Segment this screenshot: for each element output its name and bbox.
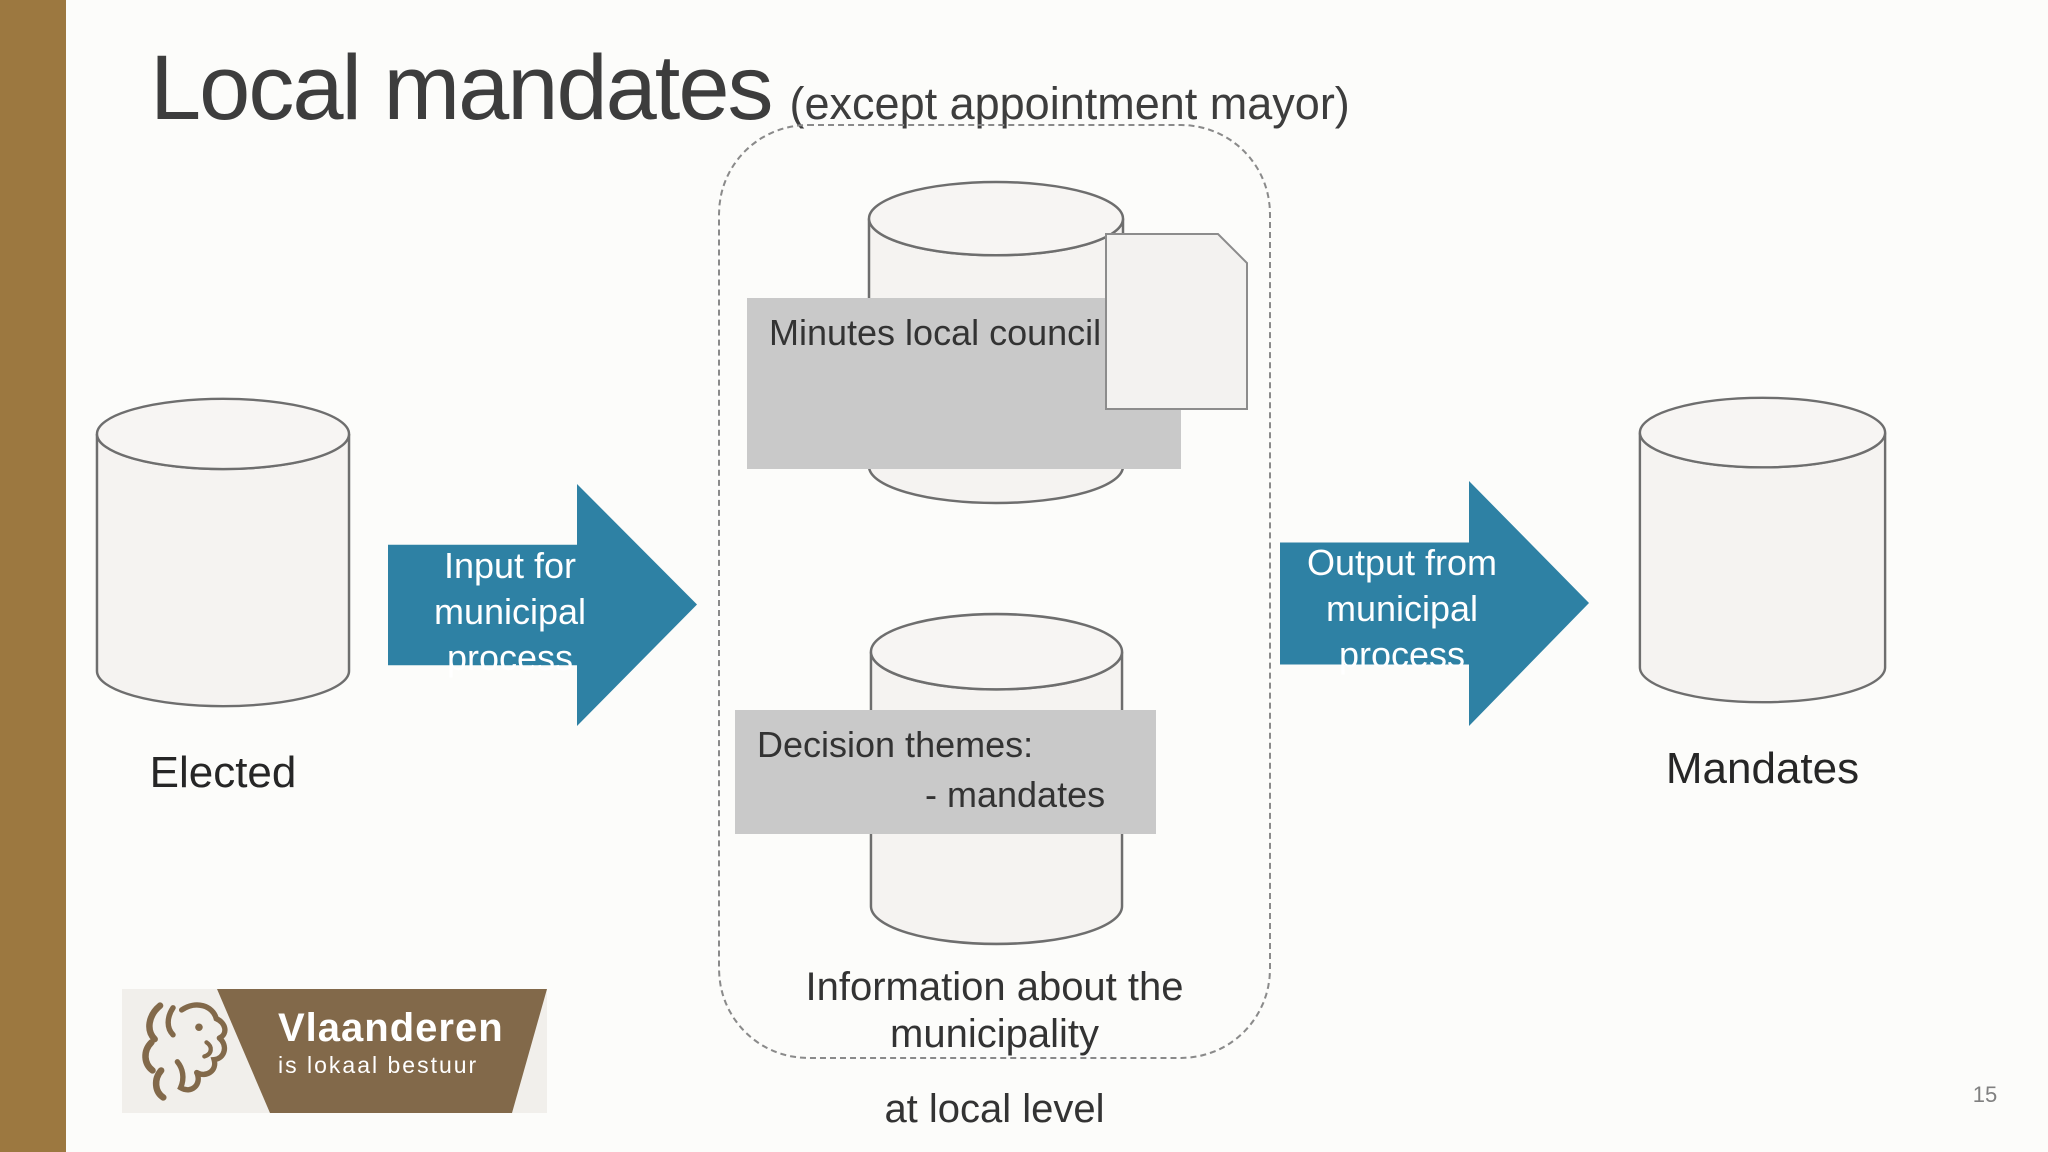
logo-brand: Vlaanderen <box>278 1006 504 1050</box>
vlaanderen-logo: Vlaanderen is lokaal bestuur <box>122 989 547 1113</box>
input-arrow-line1: Input for <box>443 545 577 586</box>
right-arrow-shape <box>1280 481 1589 726</box>
input-arrow-line3: process <box>446 637 574 678</box>
info-text: Information about the municipality <box>718 964 1271 1058</box>
municipal-process-container <box>718 124 1271 1059</box>
flemish-lion-icon <box>142 1002 228 1101</box>
local-level-label: at local level <box>884 1087 1105 1131</box>
cylinder-shape <box>95 397 351 708</box>
right-arrow-shape <box>388 483 697 727</box>
page-number: 15 <box>1972 1082 1998 1107</box>
decision-line2: - mandates <box>925 774 1106 815</box>
output-arrow-line3: process <box>1338 634 1466 675</box>
page-subtitle: (except appointment mayor) <box>789 78 1350 129</box>
decision-line1: Decision themes: <box>757 724 1034 765</box>
logo-text: Vlaanderen is lokaal bestuur <box>278 1005 504 1079</box>
info-line1: Information about the <box>805 965 1184 1009</box>
minutes-label: Minutes local council <box>769 312 1102 353</box>
title-row: Local mandates (except appointment mayor… <box>150 36 1350 141</box>
logo-tagline: is lokaal bestuur <box>278 1052 479 1078</box>
input-arrow-label: Input for municipal process <box>388 543 632 681</box>
mandates-label: Mandates <box>1665 744 1860 793</box>
page-title: Local mandates <box>150 37 774 139</box>
input-arrow-line2: municipal <box>433 591 587 632</box>
database-cylinder-mandates <box>1637 395 1888 705</box>
output-arrow-line2: municipal <box>1325 588 1479 629</box>
output-arrow-line1: Output from <box>1306 542 1498 583</box>
note-shape <box>1105 233 1248 410</box>
cylinder-shape <box>1638 396 1887 704</box>
output-arrow: Output from municipal process <box>1280 480 1590 727</box>
decision-themes-box: Decision themes: - mandates <box>735 710 1156 834</box>
database-cylinder-elected <box>94 396 352 709</box>
left-accent-bar <box>0 0 66 1152</box>
logo-banner <box>217 989 547 1113</box>
elected-label: Elected <box>149 748 297 797</box>
snipped-corner-rectangle <box>1105 233 1248 410</box>
output-arrow-label: Output from municipal process <box>1280 540 1524 678</box>
input-arrow: Input for municipal process <box>388 483 698 727</box>
info-line2: municipality <box>890 1012 1099 1056</box>
